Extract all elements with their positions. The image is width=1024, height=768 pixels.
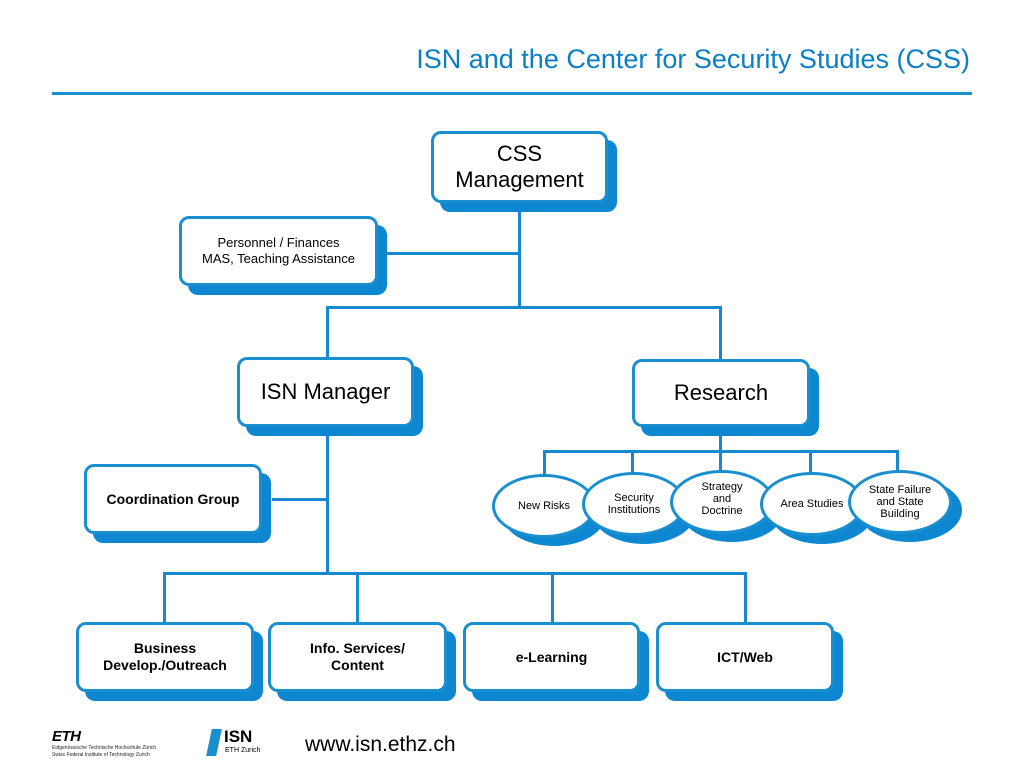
connector — [163, 572, 166, 624]
box-face: e-Learning — [463, 622, 640, 692]
eth-logo: ETH Eidgenössische Technische Hochschule… — [52, 728, 156, 758]
oval-face: Area Studies — [760, 472, 864, 536]
connector — [163, 572, 747, 575]
connector — [386, 252, 520, 255]
box-label: Content — [331, 657, 384, 673]
box-label: Management — [455, 167, 584, 192]
oval-label: Area Studies — [780, 497, 844, 510]
connector — [719, 450, 722, 474]
isn-unit-box: e-Learning — [463, 622, 649, 701]
footer-url: www.isn.ethz.ch — [305, 733, 456, 756]
research-box: Research — [632, 359, 819, 436]
box-label: Business — [133, 640, 197, 657]
slide-title: ISN and the Center for Security Studies … — [416, 44, 970, 74]
isn-logo-sub: ETH Zurich — [225, 747, 261, 754]
box-label: Develop./Outreach — [103, 657, 227, 673]
box-label: Personnel / Finances — [217, 235, 340, 251]
connector — [326, 432, 329, 574]
box-face: Research — [632, 359, 810, 427]
connector — [326, 306, 722, 309]
connector — [631, 450, 634, 476]
connector — [543, 450, 546, 478]
box-face: Personnel / Finances MAS, Teaching Assis… — [179, 216, 378, 286]
box-face: CSS Management — [431, 131, 608, 203]
eth-logo-line2: Swiss Federal Institute of Technology Zu… — [52, 751, 150, 758]
coordination-group-box: Coordination Group — [84, 464, 271, 543]
box-face: ICT/Web — [656, 622, 834, 692]
isn-unit-box: ICT/Web — [656, 622, 843, 701]
connector — [551, 572, 554, 624]
box-label: Coordination Group — [106, 490, 240, 507]
eth-logo-line1: Eidgenössische Technische Hochschule Zür… — [52, 745, 157, 751]
box-label: ISN Manager — [260, 378, 391, 404]
isn-manager-box: ISN Manager — [237, 357, 423, 436]
connector — [744, 572, 747, 624]
research-unit-oval: Strategy and Doctrine — [670, 470, 784, 542]
box-label: e-Learning — [515, 648, 588, 665]
connector — [809, 450, 812, 476]
box-face: ISN Manager — [237, 357, 414, 427]
box-face: Business Develop./Outreach — [76, 622, 254, 692]
personnel-finances-box: Personnel / Finances MAS, Teaching Assis… — [179, 216, 387, 295]
isn-logo-mark: ISN — [224, 727, 253, 746]
eth-logo-mark: ETH — [52, 728, 81, 745]
isn-logo: ISN ETH Zurich — [206, 727, 276, 761]
research-unit-oval: New Risks — [492, 474, 606, 546]
oval-label: Strategy and Doctrine — [701, 480, 743, 518]
oval-face: State Failure and State Building — [848, 470, 952, 534]
connector — [326, 306, 329, 358]
research-unit-oval: State Failure and State Building — [848, 470, 962, 542]
box-face: Coordination Group — [84, 464, 262, 534]
isn-logo-bar-icon — [206, 729, 222, 756]
title-divider — [52, 92, 972, 95]
connector — [272, 498, 328, 501]
oval-label: Security Institutions — [607, 491, 661, 516]
oval-face: Security Institutions — [582, 472, 686, 536]
oval-face: New Risks — [492, 474, 596, 538]
css-management-box: CSS Management — [431, 131, 617, 212]
isn-unit-box: Info. Services/ Content — [268, 622, 456, 701]
box-face: Info. Services/ Content — [268, 622, 447, 692]
connector — [356, 572, 359, 624]
box-label: Info. Services/ — [310, 640, 405, 657]
oval-label: State Failure and State Building — [868, 483, 932, 521]
box-label: MAS, Teaching Assistance — [202, 251, 355, 266]
box-label: CSS — [496, 140, 543, 166]
box-label: Research — [673, 379, 769, 405]
connector — [719, 432, 722, 452]
connector — [518, 204, 521, 308]
oval-label: New Risks — [518, 499, 570, 512]
box-label: ICT/Web — [717, 648, 773, 665]
connector — [896, 450, 899, 474]
isn-unit-box: Business Develop./Outreach — [76, 622, 263, 701]
connector — [719, 306, 722, 360]
oval-face: Strategy and Doctrine — [670, 470, 774, 534]
